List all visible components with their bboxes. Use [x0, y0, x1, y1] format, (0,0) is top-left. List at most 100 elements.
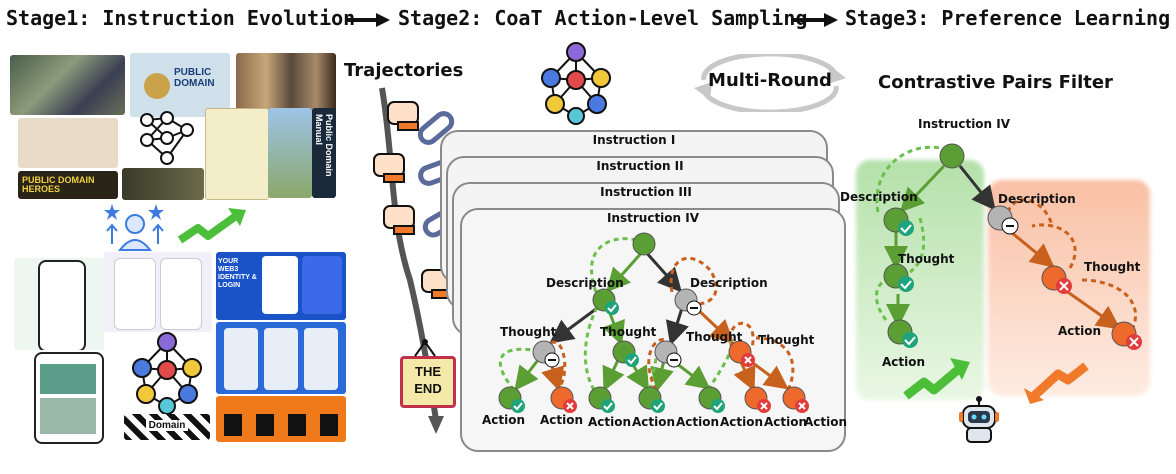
right-thought-negative: Thought	[1084, 260, 1141, 274]
orange-app-tile	[216, 396, 346, 442]
x-icon	[1126, 334, 1142, 350]
tree-label-action-1: Action	[482, 413, 526, 427]
pointer-hand-icon-1	[387, 101, 419, 131]
contrastive-edges	[884, 164, 1121, 330]
tree-label-action-6: Action	[720, 415, 764, 429]
tree-label-action-8: Action	[804, 415, 848, 429]
identity-tile: YOUR WEB3 IDENTITY & LOGIN	[216, 252, 346, 320]
tree-label-action-4: Action	[632, 415, 676, 429]
instruction-card-title: Instruction III	[600, 185, 692, 199]
pointer-hand-icon-3	[383, 205, 415, 235]
minus-icon	[1001, 217, 1019, 235]
x-icon	[1056, 278, 1072, 294]
minus-icon	[686, 300, 702, 316]
cartoon-tile	[205, 108, 269, 200]
tree-label-description-left: Description	[546, 276, 624, 290]
trend-up-icon	[177, 208, 246, 244]
public-domain-text: PUBLIC DOMAIN	[174, 67, 215, 89]
deer-photo-tile	[122, 168, 204, 200]
heroes-tile: PUBLIC DOMAIN HEROES	[18, 171, 118, 199]
contrastive-badges	[898, 217, 1142, 350]
contrastive-tree	[875, 143, 1142, 350]
right-action-negative: Action	[1058, 324, 1102, 338]
check-icon	[711, 399, 725, 413]
tree-label-action-7: Action	[764, 415, 808, 429]
tree-label-thought-2: Thought	[600, 325, 657, 339]
tree-label-action-3: Action	[588, 415, 632, 429]
x-icon	[757, 399, 771, 413]
the-end-sign: THE END	[400, 356, 456, 408]
travel-app-tile	[34, 352, 104, 444]
contrastive-pairs-title: Contrastive Pairs Filter	[878, 72, 1113, 93]
x-icon	[741, 353, 755, 367]
multi-round-label: Multi-Round	[708, 70, 832, 91]
cycle-arrows-icon	[694, 54, 846, 112]
manual-text: Public Domain Manual	[314, 114, 334, 177]
newspaper-tile	[18, 118, 118, 168]
stage-arrows	[346, 13, 838, 27]
x-icon	[563, 399, 577, 413]
check-icon	[898, 276, 914, 292]
contrastive-nodes	[883, 143, 1137, 347]
instruction-card-title: Instruction I	[592, 133, 676, 147]
right-description-negative: Description	[998, 192, 1076, 206]
check-icon	[625, 353, 639, 367]
the-end-line1: THE	[415, 364, 441, 379]
dashboard-tile	[104, 252, 212, 332]
tree-label-action-5: Action	[676, 415, 720, 429]
pointer-hand-icon-2	[373, 153, 405, 183]
building-tile	[268, 108, 312, 198]
trend-up-green-icon	[903, 358, 970, 400]
evolving-user-icon	[104, 204, 164, 251]
coin-image	[144, 73, 170, 99]
sign-hanger-icon	[414, 339, 436, 357]
chain-link-icon-1	[417, 111, 455, 145]
vintage-photo-tile	[236, 53, 336, 117]
minus-icon	[544, 352, 560, 368]
right-action-positive: Action	[882, 355, 926, 369]
multi-round-cycle: Multi-Round	[680, 54, 860, 112]
stage2-title: Stage2: CoaT Action-Level Sampling	[398, 6, 808, 30]
phone-app-tile	[14, 258, 104, 350]
instruction-card-title: Instruction II	[596, 159, 684, 173]
right-description-positive: Description	[840, 190, 918, 204]
manual-tile: Public Domain Manual	[312, 108, 336, 198]
right-thought-positive: Thought	[898, 252, 955, 266]
tree-label-thought-1: Thought	[500, 325, 557, 339]
arrow-icon-stage1-to-2	[346, 13, 390, 27]
domain-tag-tile: Domain	[124, 414, 210, 440]
public-domain-tile: PUBLIC DOMAIN	[130, 53, 230, 117]
stage3-title: Stage3: Preference Learning	[845, 6, 1171, 30]
network-icon	[140, 111, 194, 165]
minus-icon	[666, 352, 682, 368]
stage1-title: Stage1: Instruction Evolution	[6, 6, 356, 30]
contrastive-dashed	[875, 145, 1138, 331]
right-instruction-label: Instruction IV	[918, 117, 1011, 131]
instruction-card-title: Instruction IV	[606, 211, 700, 225]
tree-badges	[511, 300, 809, 413]
phone-screens-tile	[216, 322, 346, 394]
tree-label-thought-3: Thought	[686, 330, 743, 344]
tree-label-thought-4: Thought	[758, 333, 815, 347]
network-model-icon	[541, 42, 611, 125]
check-icon	[605, 301, 619, 315]
tree-label-description-right: Description	[690, 276, 768, 290]
coat-action-tree	[498, 232, 809, 413]
heroes-text: PUBLIC DOMAIN HEROES	[22, 175, 95, 194]
trajectories-label: Trajectories	[344, 60, 464, 81]
check-icon	[511, 399, 525, 413]
check-icon	[902, 332, 918, 348]
check-icon	[651, 399, 665, 413]
identity-text: YOUR WEB3 IDENTITY & LOGIN	[218, 258, 257, 289]
trend-down-orange-icon	[1024, 362, 1089, 404]
the-end-line2: END	[414, 381, 442, 396]
robot-icon	[959, 396, 999, 443]
tree-dashed-links	[498, 237, 795, 391]
network-color-icon	[132, 332, 202, 415]
tree-label-action-2: Action	[540, 413, 584, 427]
arrow-icon-stage2-to-3	[793, 13, 838, 27]
domain-tag-text: Domain	[146, 420, 188, 431]
x-icon	[795, 399, 809, 413]
photo-grid-tile	[10, 55, 125, 115]
check-icon	[601, 399, 615, 413]
